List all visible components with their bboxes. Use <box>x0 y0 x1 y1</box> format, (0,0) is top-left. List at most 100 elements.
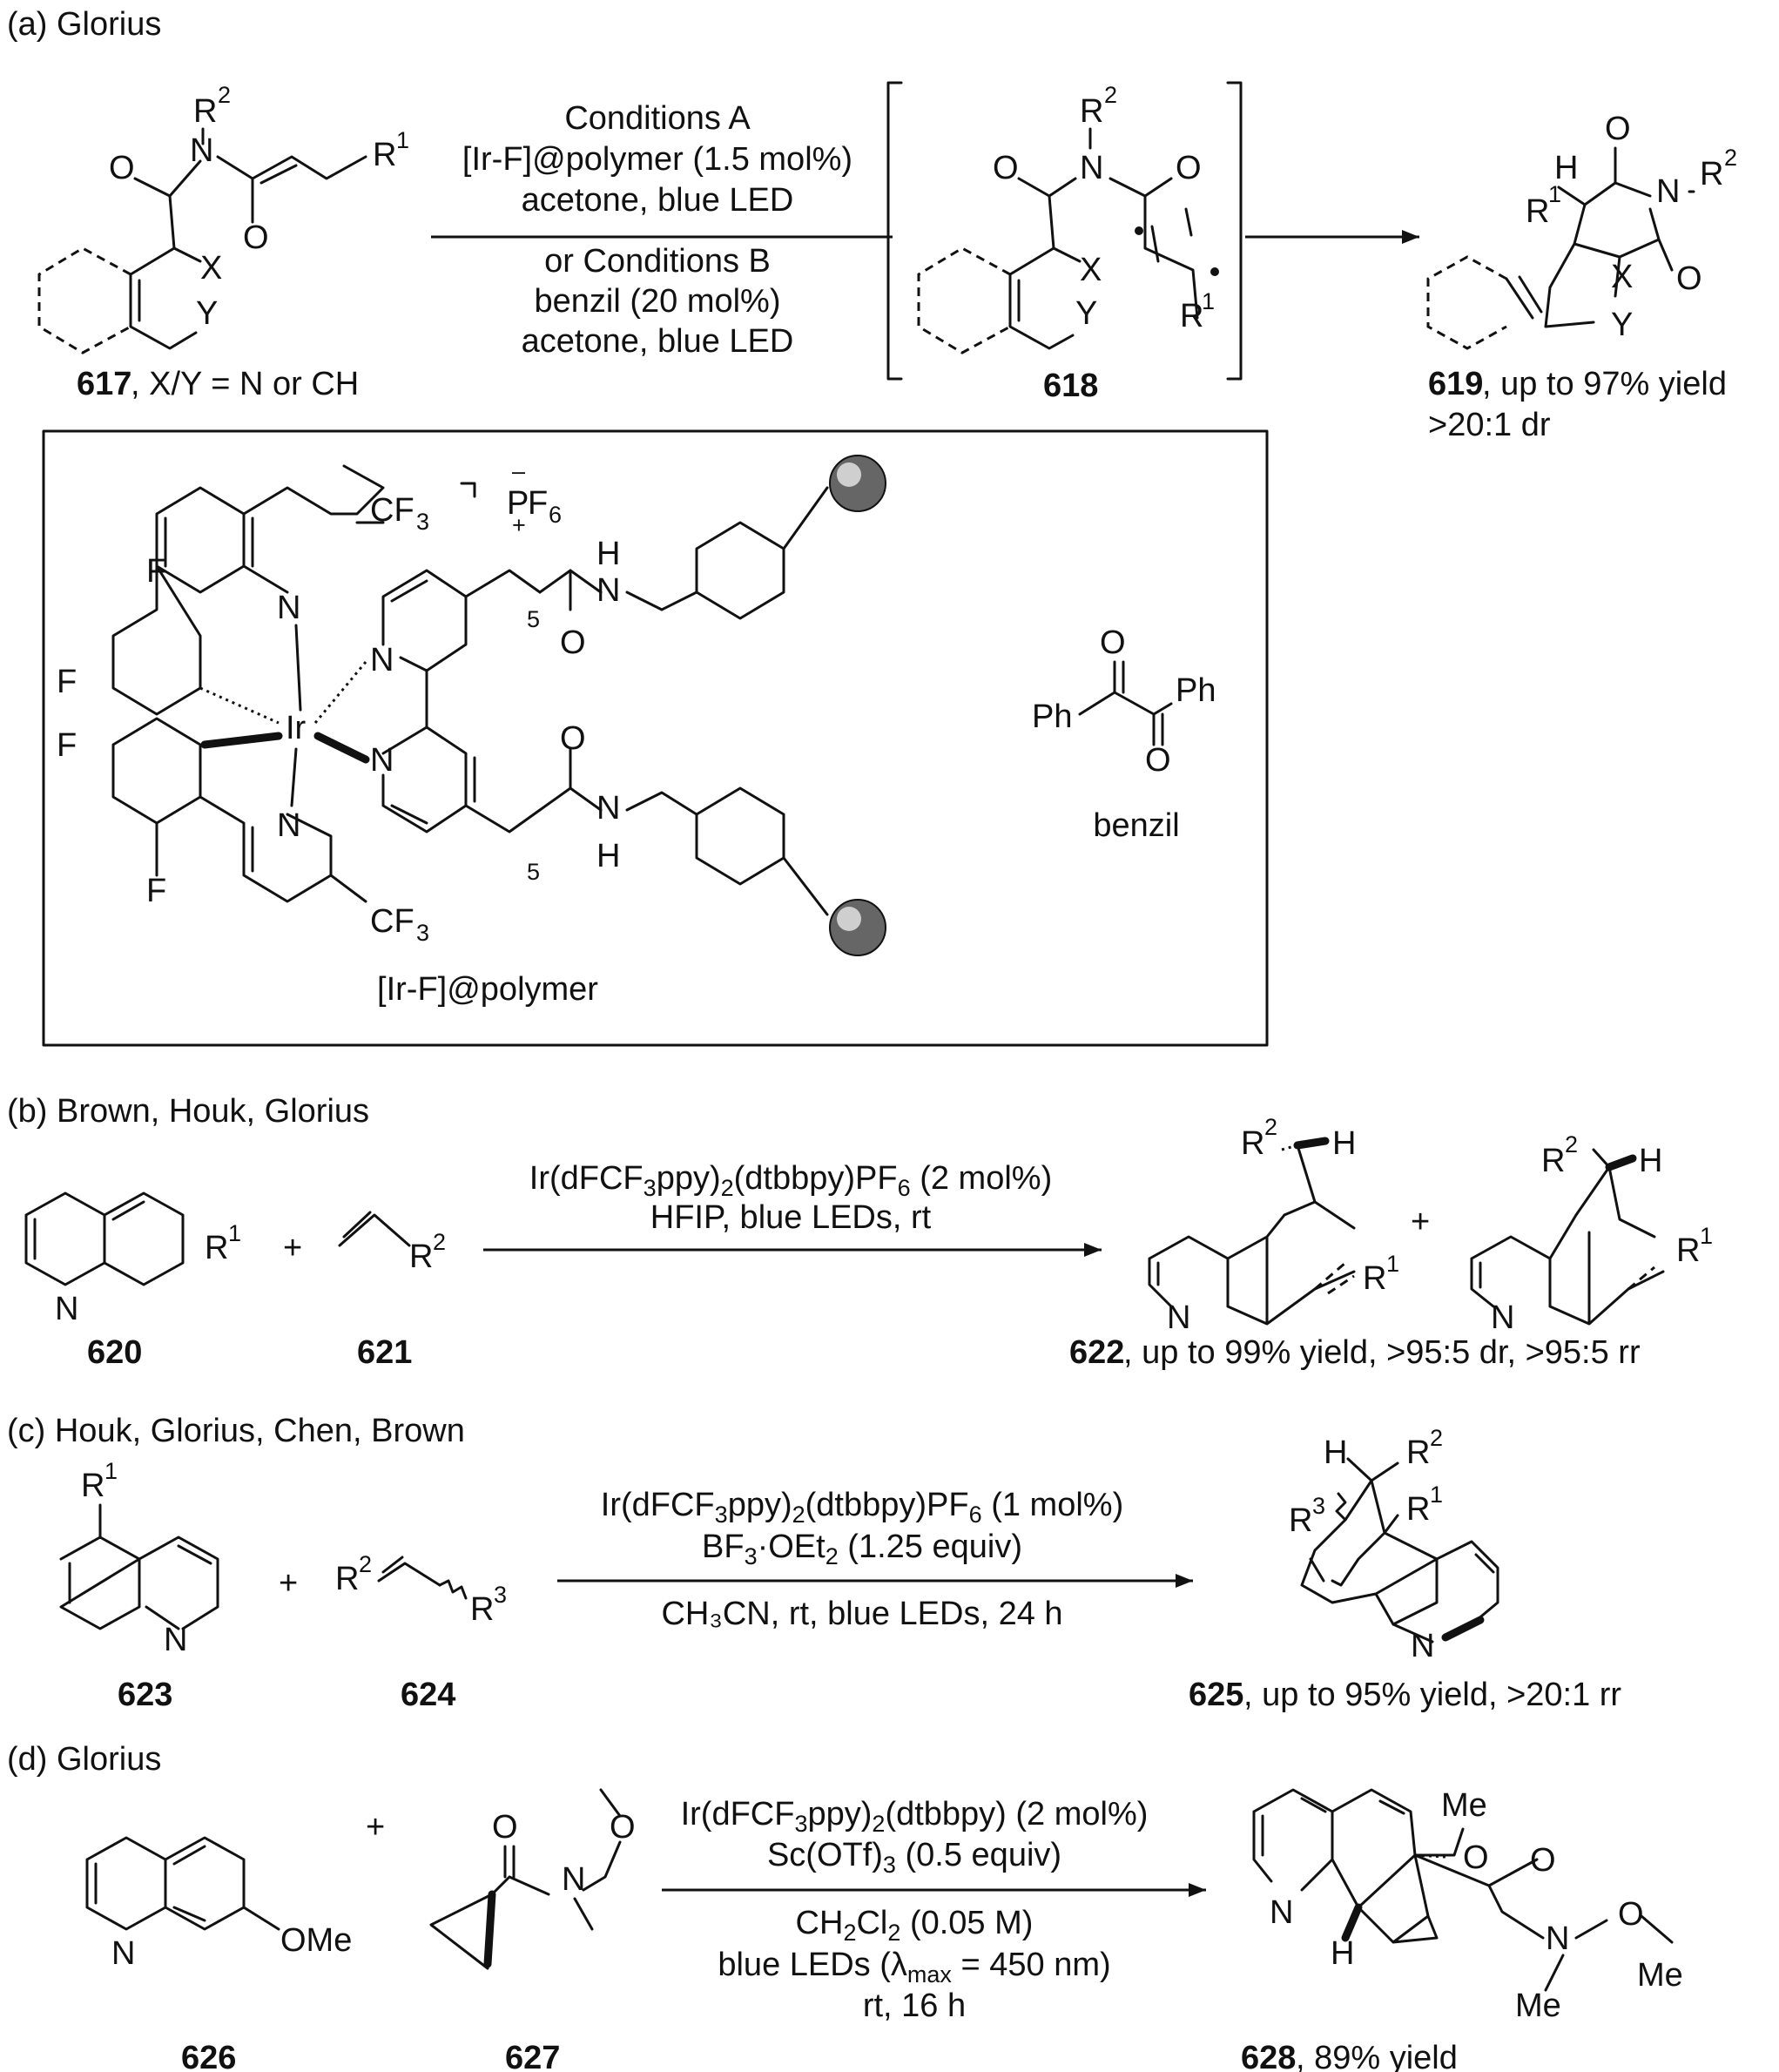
atom-r: R <box>1363 1260 1386 1297</box>
compound-627-number: 627 <box>505 2040 560 2072</box>
structure-625: H R 2 R 3 R 1 N <box>1289 1425 1499 1664</box>
atom-o: O <box>1463 1839 1489 1876</box>
atom-n: N <box>111 1935 135 1972</box>
atom-n: N <box>596 790 620 827</box>
svg-text:F: F <box>528 485 548 522</box>
atom-me: Me <box>1515 1988 1561 2024</box>
atom-cf3: CF <box>370 492 414 529</box>
svg-text:2: 2 <box>1430 1425 1443 1451</box>
atom-r: R <box>409 1238 433 1275</box>
conditions-b-catalyst: benzil (20 mol%) <box>535 283 781 320</box>
svg-text:2: 2 <box>218 82 231 108</box>
compound-626-number: 626 <box>181 2040 236 2072</box>
panel-a-label: (a) Glorius <box>7 6 161 43</box>
svg-text:–: – <box>512 458 525 484</box>
product-619-dr: >20:1 dr <box>1428 407 1551 443</box>
atom-r: R <box>1700 156 1723 192</box>
structure-benzil: O O Ph Ph <box>1032 624 1216 779</box>
benzil-name: benzil <box>1093 807 1179 844</box>
conditions-b-solvent: acetone, blue LED <box>522 323 794 360</box>
product-619-yield: , up to 97% yield <box>1482 366 1727 402</box>
atom-o: O <box>560 624 586 661</box>
atom-r: R <box>1541 1143 1565 1179</box>
compound-617-note: , X/Y = N or CH <box>131 366 359 402</box>
atom-r: R <box>205 1230 228 1266</box>
atom-h: H <box>1331 1935 1354 1972</box>
svg-text:6: 6 <box>549 502 562 528</box>
atom-f: F <box>57 727 77 764</box>
svg-text:2: 2 <box>433 1229 446 1255</box>
structure-624: R 2 R 3 <box>335 1551 507 1628</box>
svg-text:3: 3 <box>494 1582 507 1608</box>
atom-o: O <box>1100 624 1126 661</box>
atom-ph: Ph <box>1032 699 1072 735</box>
structure-622: R 2 H N R 1 <box>1148 1114 1399 1336</box>
compound-617-number: 617 <box>77 366 131 402</box>
svg-text:2: 2 <box>1724 145 1737 171</box>
atom-me: Me <box>1637 1957 1683 1994</box>
product-619-number: 619 <box>1428 366 1483 402</box>
compound-624-number: 624 <box>401 1677 455 1713</box>
atom-n: N <box>277 807 300 844</box>
svg-text:1: 1 <box>396 127 409 153</box>
structure-627: O N O <box>429 1788 636 1970</box>
atom-r: R <box>1526 193 1549 230</box>
product-622-number: 622 <box>1069 1334 1124 1371</box>
structure-626: N OMe <box>85 1836 352 1972</box>
conditions-a-catalyst: [Ir-F]@polymer (1.5 mol%) <box>462 141 852 178</box>
atom-n: N <box>1270 1894 1293 1931</box>
svg-text:P: P <box>507 485 529 522</box>
atom-x: X <box>200 250 222 287</box>
atom-h: H <box>596 838 620 874</box>
atom-x: X <box>1080 252 1102 288</box>
conditions-b-catalyst: Ir(dFCF3ppy)2(dtbbpy)PF6 (2 mol%) <box>529 1160 1052 1201</box>
conditions-b-solvent: HFIP, blue LEDs, rt <box>650 1199 932 1236</box>
compound-620-number: 620 <box>87 1334 142 1371</box>
atom-o: O <box>1605 111 1631 147</box>
structure-620: N R 1 <box>24 1191 241 1327</box>
atom-ome: OMe <box>280 1922 352 1959</box>
plus-sign: + <box>366 1809 385 1846</box>
svg-text:1: 1 <box>228 1220 241 1246</box>
conditions-c-catalyst: Ir(dFCF3ppy)2(dtbbpy)PF6 (1 mol%) <box>601 1487 1123 1528</box>
structure-ir-catalyst: Ir N F F CF 3 P F 6 – + N N 5 5 O N H O … <box>57 455 886 956</box>
panel-d-label: (d) Glorius <box>7 1741 161 1778</box>
svg-text:2: 2 <box>1104 82 1117 108</box>
atom-o: O <box>993 150 1019 186</box>
product-625-number: 625 <box>1189 1677 1243 1713</box>
atom-r: R <box>1406 1434 1430 1471</box>
svg-text:2: 2 <box>1264 1114 1277 1140</box>
plus-sign: + <box>279 1565 298 1602</box>
atom-r: R <box>1080 93 1103 130</box>
conditions-a-title: Conditions A <box>564 100 751 137</box>
svg-text:+: + <box>512 512 526 538</box>
atom-o: O <box>1676 260 1702 297</box>
atom-r: R <box>373 137 396 173</box>
svg-text:1: 1 <box>1202 288 1215 314</box>
structure-622-regioisomer: R 2 H N R 1 <box>1470 1131 1713 1336</box>
plus-sign: + <box>283 1230 302 1266</box>
atom-h: H <box>1332 1125 1356 1162</box>
atom-me: Me <box>1441 1787 1487 1824</box>
atom-r: R <box>193 93 217 130</box>
structure-628: Me O O N O Me Me N H <box>1252 1787 1683 2024</box>
conditions-d-solvent: CH2Cl2 (0.05 M) <box>796 1905 1034 1946</box>
atom-n: N <box>277 590 300 626</box>
atom-ir: Ir <box>286 710 307 746</box>
plus-sign: + <box>1411 1204 1430 1240</box>
atom-f: F <box>57 664 77 700</box>
svg-text:3: 3 <box>1312 1493 1325 1519</box>
atom-o: O <box>610 1809 636 1846</box>
conditions-a-solvent: acetone, blue LED <box>522 182 794 219</box>
atom-r: R <box>1180 298 1203 334</box>
atom-n: N <box>1491 1299 1514 1336</box>
structure-621: R 2 <box>338 1211 446 1275</box>
svg-text:3: 3 <box>416 920 429 946</box>
atom-n: N <box>55 1291 78 1327</box>
atom-h: H <box>596 536 620 572</box>
structure-618: R 2 N O O R 1 X Y <box>886 81 1243 381</box>
atom-o: O <box>109 150 135 186</box>
catalyst-box <box>42 429 1269 1047</box>
svg-text:5: 5 <box>527 859 540 885</box>
